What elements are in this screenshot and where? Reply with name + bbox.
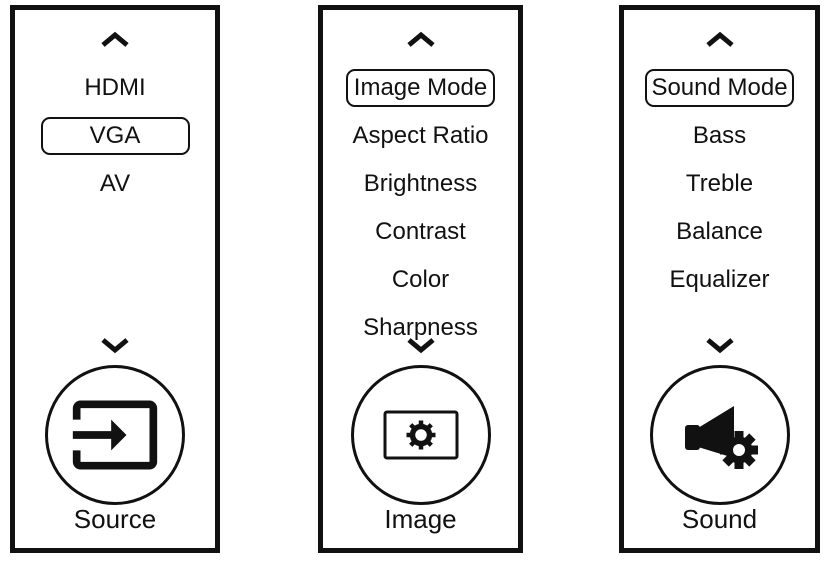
chevron-down-icon <box>101 338 129 354</box>
chevron-down-icon <box>406 338 435 354</box>
selected-item-box: Sound Mode <box>645 69 794 107</box>
menu-item-label: Equalizer <box>669 266 770 293</box>
menu-item-sharpness[interactable]: Sharpness <box>323 304 518 352</box>
source-item-list: HDMI VGA AV <box>15 64 215 208</box>
sound-button[interactable] <box>649 365 790 505</box>
input-arrow-icon <box>72 400 158 470</box>
menu-item-contrast[interactable]: Contrast <box>323 208 518 256</box>
panel-label-source: Source <box>73 504 157 534</box>
image-menu-panel: Image Mode Aspect Ratio Brightness Contr… <box>318 5 523 553</box>
menu-item-balance[interactable]: Balance <box>624 208 815 256</box>
menu-item-equalizer[interactable]: Equalizer <box>624 256 815 304</box>
menu-item-label: Brightness <box>363 170 478 197</box>
image-down-arrow-button[interactable] <box>323 337 518 354</box>
image-button[interactable] <box>350 365 491 505</box>
menu-item-label: Contrast <box>375 218 466 245</box>
sound-down-arrow-button[interactable] <box>624 337 815 354</box>
menu-item-aspect-ratio[interactable]: Aspect Ratio <box>323 112 518 160</box>
image-item-list: Image Mode Aspect Ratio Brightness Contr… <box>323 64 518 352</box>
menu-item-hdmi[interactable]: HDMI <box>15 64 215 112</box>
menu-item-treble[interactable]: Treble <box>624 160 815 208</box>
panel-label-sound: Sound <box>681 504 758 534</box>
source-menu-panel: HDMI VGA AV Source <box>10 5 220 553</box>
menu-item-label: AV <box>99 170 131 197</box>
sound-item-list: Sound Mode Bass Treble Balance Equalizer <box>624 64 815 304</box>
menu-item-label: Color <box>391 266 450 293</box>
menu-item-label: Balance <box>676 218 763 245</box>
sound-menu-panel: Sound Mode Bass Treble Balance Equalizer <box>619 5 820 553</box>
chevron-up-icon <box>101 31 129 47</box>
sound-up-arrow-button[interactable] <box>624 31 815 48</box>
speaker-gear-icon <box>684 406 758 469</box>
image-up-arrow-button[interactable] <box>323 31 518 48</box>
menu-item-label: Sharpness <box>363 314 478 341</box>
menu-item-image-mode-selected[interactable]: Image Mode <box>323 64 518 112</box>
selected-item-box: Image Mode <box>346 69 495 107</box>
selected-item-box: VGA <box>40 117 190 155</box>
menu-item-label: Treble <box>685 170 754 197</box>
panel-label-image: Image <box>384 504 457 534</box>
menu-item-label: HDMI <box>84 74 146 101</box>
menu-item-brightness[interactable]: Brightness <box>323 160 518 208</box>
display-brightness-icon <box>383 410 458 460</box>
chevron-up-icon <box>705 31 734 47</box>
source-down-arrow-button[interactable] <box>15 337 215 354</box>
chevron-up-icon <box>406 31 435 47</box>
menu-item-av[interactable]: AV <box>15 160 215 208</box>
menu-item-label: Bass <box>692 122 747 149</box>
menu-item-sound-mode-selected[interactable]: Sound Mode <box>624 64 815 112</box>
chevron-down-icon <box>705 338 734 354</box>
source-button[interactable] <box>45 365 185 505</box>
source-up-arrow-button[interactable] <box>15 31 215 48</box>
menu-item-label: Aspect Ratio <box>352 122 489 149</box>
menu-item-color[interactable]: Color <box>323 256 518 304</box>
menu-item-vga-selected[interactable]: VGA <box>15 112 215 160</box>
menu-item-bass[interactable]: Bass <box>624 112 815 160</box>
